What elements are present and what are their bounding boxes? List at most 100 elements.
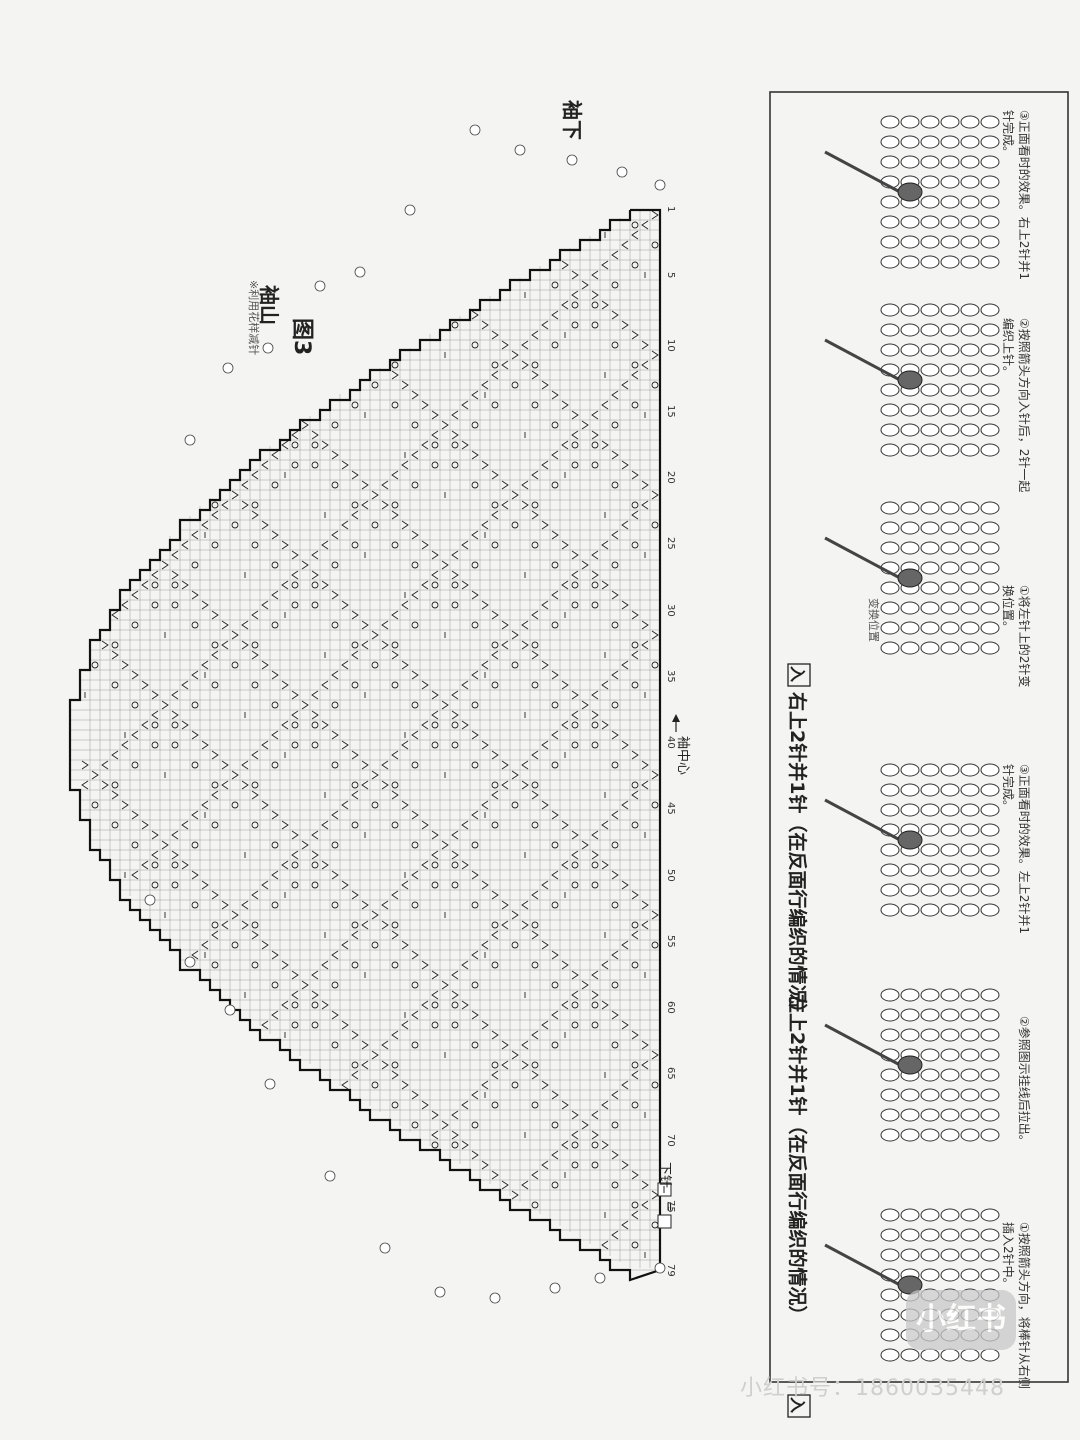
yarn-over-symbol [491,961,499,969]
decrease-symbol [341,600,349,610]
decrease-symbol [641,900,649,910]
column-number: 5 [665,272,676,279]
decrease-symbol [631,470,639,480]
decrease-symbol [511,490,519,500]
knit-loop [960,863,980,877]
knit-loop [960,1088,980,1102]
knit-loop [920,843,940,857]
yarn-over-symbol [431,1141,439,1149]
decrease-symbol [541,1080,549,1090]
knit-loop [960,521,980,535]
decrease-symbol [551,450,559,460]
decrease-symbol [451,570,459,580]
knit-loop [960,1228,980,1242]
knit-loop [960,443,980,457]
decrease-symbol [211,650,219,660]
decrease-symbol [121,600,129,610]
yarn-over-symbol [311,581,319,589]
yarn-over-symbol [311,1021,319,1029]
knit-loop [940,843,960,857]
yarn-over-symbol [651,1221,659,1229]
decrease-symbol [391,930,399,940]
decrease-symbol [331,810,339,820]
decrease-symbol [171,570,179,580]
yarn-over-symbol [411,901,419,909]
decrease-symbol [231,490,239,500]
decrease-symbol [611,310,619,320]
knit-loop [980,155,1000,169]
yarn-over-symbol [611,341,619,349]
decrease-symbol [511,910,519,920]
decrease-symbol [611,950,619,960]
yarn-over-symbol [311,441,319,449]
decrease-symbol [411,730,419,740]
knit-loop [920,763,940,777]
decrease-symbol [121,660,129,670]
knit-loop [980,803,1000,817]
yarn-over-symbol [171,861,179,869]
yarn-over-symbol [591,601,599,609]
yarn-over-symbol [491,361,499,369]
yarn-over-symbol [551,981,559,989]
yarn-over-symbol [391,541,399,549]
decrease-symbol [381,620,389,630]
yarn-over-symbol [171,881,179,889]
decrease-symbol [551,390,559,400]
yarn-over-symbol [431,861,439,869]
knit-loop [880,195,900,209]
column-number: 60 [665,1001,676,1014]
yarn-over-symbol [351,541,359,549]
decrease-symbol [401,380,409,390]
yarn-over-symbol [451,881,459,889]
decrease-symbol [461,540,469,550]
knit-loop [880,1308,900,1322]
knit-loop [980,135,1000,149]
knit-loop [900,803,920,817]
yarn-over-symbol [551,281,559,289]
decrease-symbol [621,240,629,250]
decrease-symbol [141,720,149,730]
decrease-symbol [431,830,439,840]
yarn-over-symbol [291,721,299,729]
yarn-over-symbol [371,941,379,949]
decrease-symbol [351,790,359,800]
decrease-symbol [551,670,559,680]
yarn-over-symbol [471,1041,479,1049]
decrease-symbol [431,690,439,700]
column-number: 79 [665,1264,676,1277]
yarn-over-symbol [331,561,339,569]
knit-loop [920,343,940,357]
knit-loop [880,541,900,555]
yarn-over-symbol [191,761,199,769]
decrease-symbol [461,960,469,970]
knit-loop [900,1128,920,1142]
yarn-over-symbol [191,701,199,709]
decrease-symbol [481,380,489,390]
knit-loop [900,1228,920,1242]
yarn-over-symbol [491,921,499,929]
knit-loop [960,343,980,357]
decrease-symbol [601,260,609,270]
decrease-symbol [331,870,339,880]
yarn-over-symbol [451,461,459,469]
yarn-over-symbol [391,401,399,409]
decrease-symbol [471,670,479,680]
decrease-symbol [551,810,559,820]
caption-right-step1-label: 变换位置 [867,598,880,642]
decrease-symbol [651,490,659,500]
decrease-symbol [251,790,259,800]
edge-marker [144,894,156,906]
yarn-over-symbol [151,581,159,589]
decrease-symbol [621,940,629,950]
decrease-symbol [521,500,529,510]
edge-marker [434,1286,446,1298]
knit-loop [900,1108,920,1122]
knit-loop [960,783,980,797]
decrease-symbol [151,830,159,840]
knit-loop [920,903,940,917]
decrease-symbol [431,430,439,440]
decrease-symbol [321,960,329,970]
yarn-over-symbol [451,1021,459,1029]
decrease-symbol [241,480,249,490]
edge-marker [654,179,666,191]
